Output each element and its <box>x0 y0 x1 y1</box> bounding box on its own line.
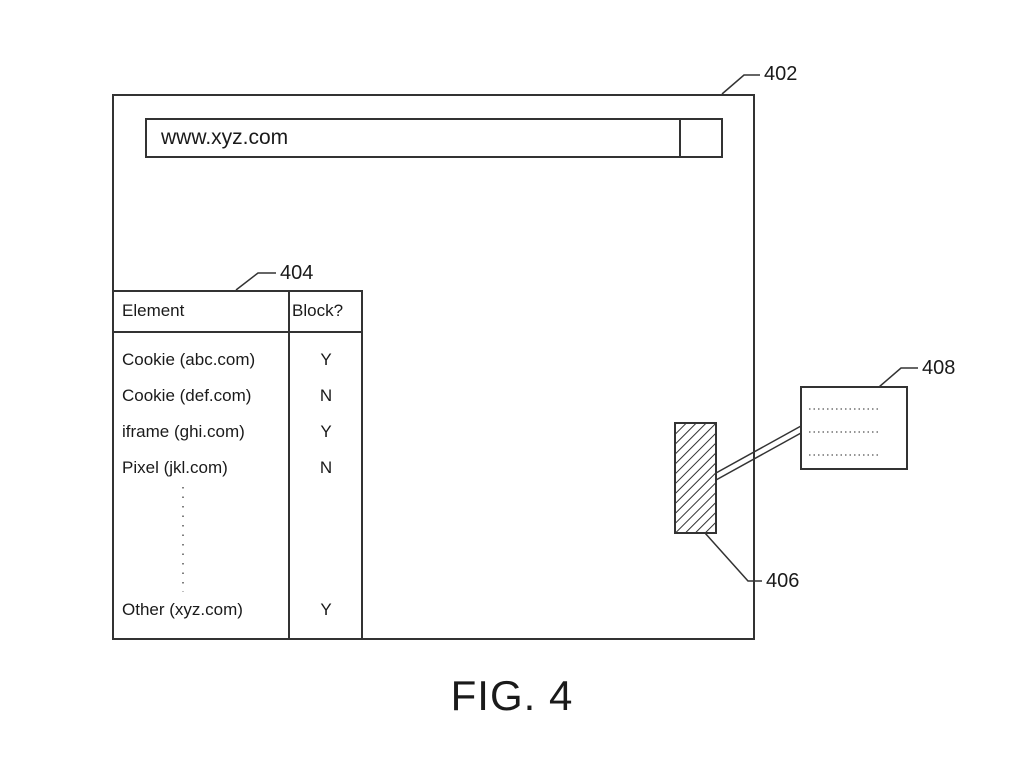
ref-label-406: 406 <box>766 570 800 592</box>
table-header-divider <box>114 331 361 333</box>
table-cell-element: Cookie (def.com) <box>122 386 252 405</box>
table-cell-block[interactable]: Y <box>320 350 332 369</box>
table-cell-block[interactable]: N <box>319 386 333 405</box>
leader-line-406 <box>704 532 762 582</box>
ref-label-408: 408 <box>922 357 956 379</box>
figure-caption: FIG. 4 <box>450 672 574 719</box>
ref-label-402: 402 <box>764 63 798 85</box>
table-cell-element: Cookie (abc.com) <box>122 350 256 369</box>
info-popup-box <box>800 386 908 470</box>
ref-label-404: 404 <box>280 262 314 284</box>
address-bar[interactable]: www.xyz.com <box>145 118 723 158</box>
table-column-divider <box>288 292 290 638</box>
callout-line-upper <box>715 425 802 474</box>
leader-line-408 <box>878 367 918 388</box>
table-cell-element: Other (xyz.com) <box>122 600 243 619</box>
leader-line-402 <box>721 74 760 95</box>
address-text: www.xyz.com <box>161 126 289 149</box>
table-cell-block[interactable]: Y <box>320 600 332 619</box>
table-cell-element: iframe (ghi.com) <box>122 422 245 441</box>
table-header-element: Element <box>122 301 185 320</box>
table-cell-element: Pixel (jkl.com) <box>122 458 228 477</box>
table-header-block: Block? <box>292 301 344 320</box>
table-cell-block[interactable]: Y <box>320 422 332 441</box>
address-bar-button[interactable] <box>679 120 721 156</box>
table-cell-block[interactable]: N <box>319 458 333 477</box>
element-block-table: Element Block? Cookie (abc.com) Y Cookie… <box>112 290 363 640</box>
leader-line-404 <box>235 272 276 291</box>
hatched-page-element <box>674 422 717 534</box>
callout-line-lower <box>715 432 802 481</box>
